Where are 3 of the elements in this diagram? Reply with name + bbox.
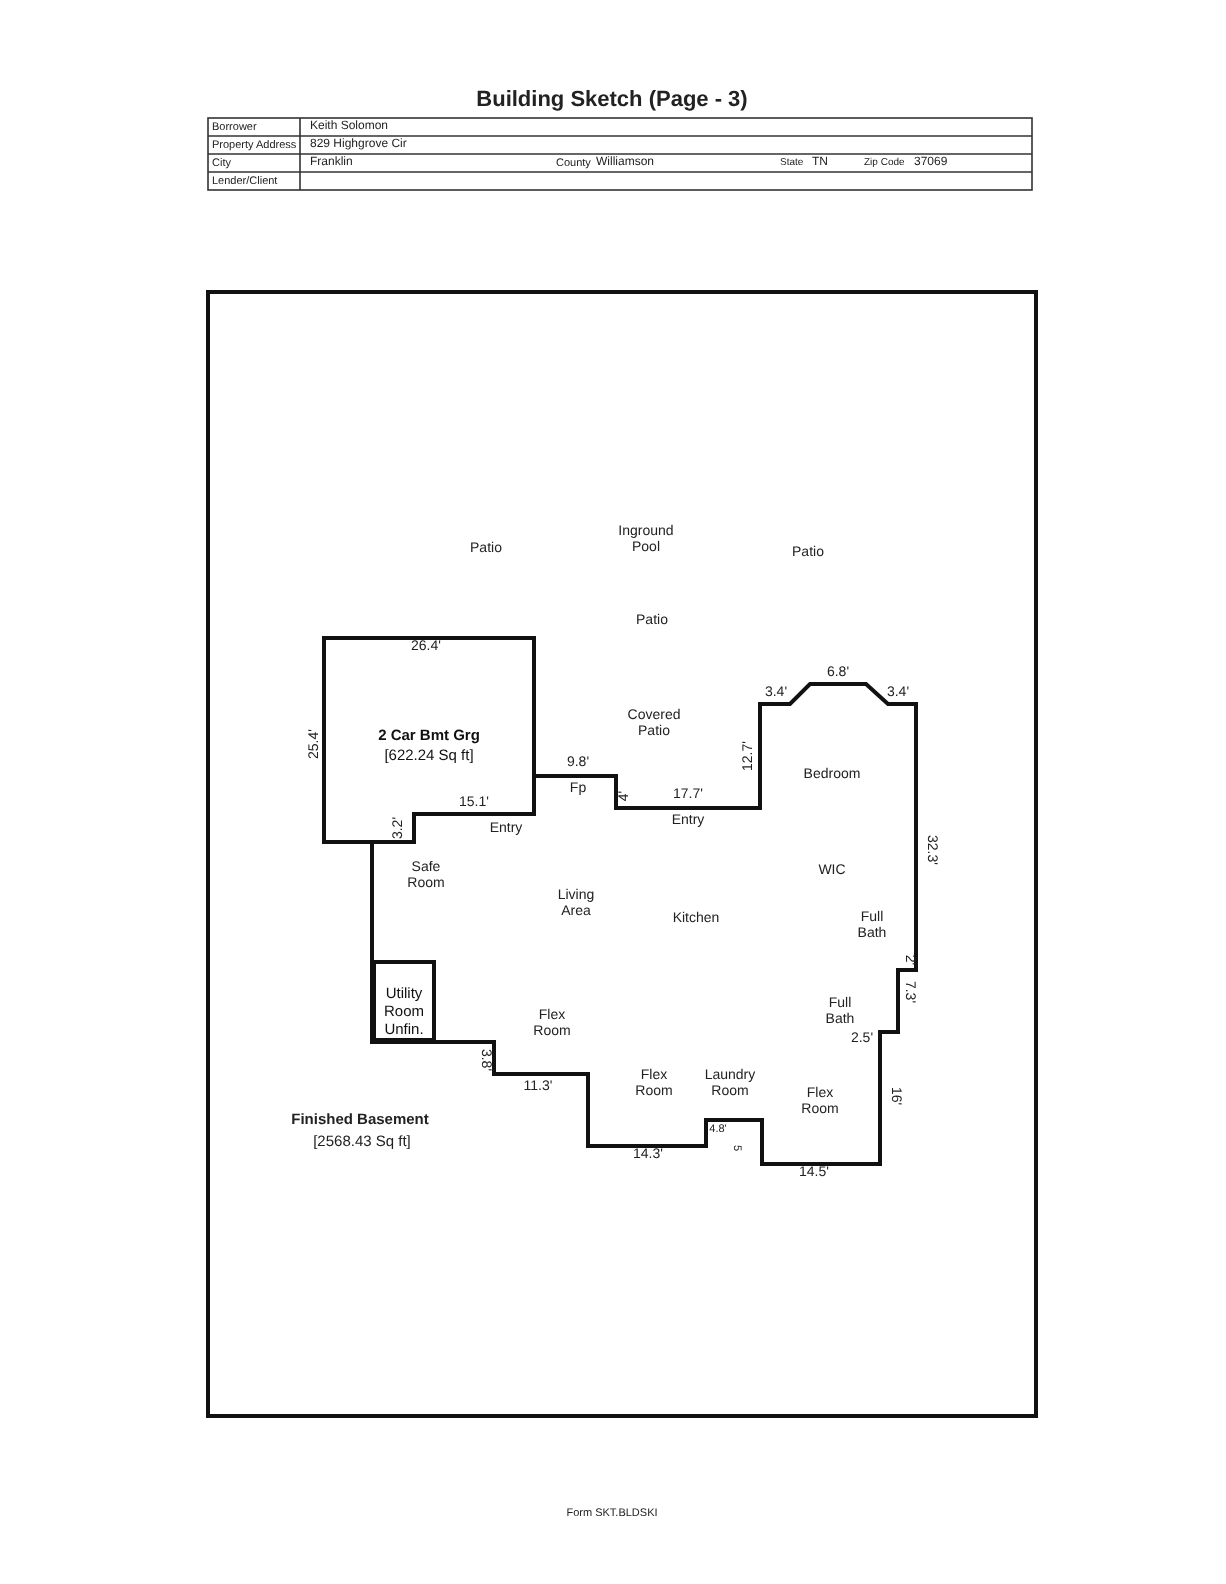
garage-area [322,636,536,844]
utility-room [372,960,436,1042]
page-title: Building Sketch (Page - 3) [476,87,748,113]
